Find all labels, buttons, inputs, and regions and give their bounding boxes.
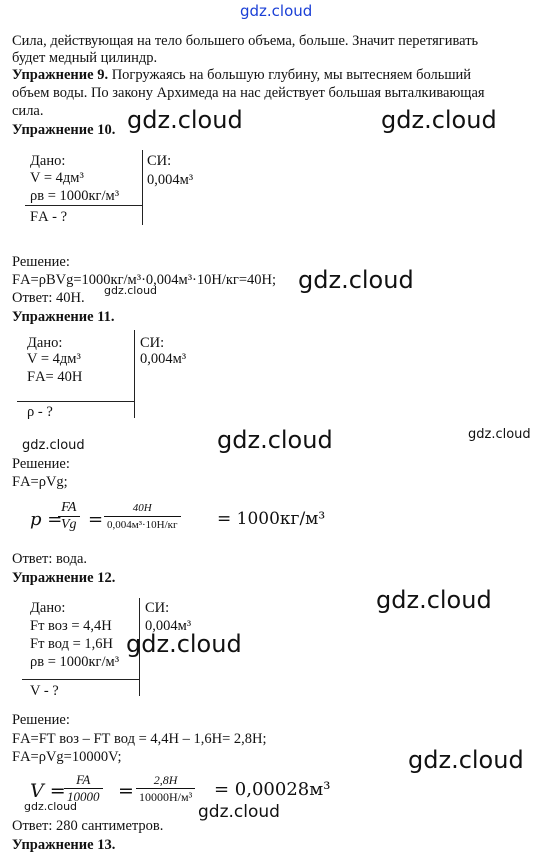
ex10-given-volume: V = 4дм³ xyxy=(30,170,84,186)
ex11-table-rule xyxy=(17,401,134,402)
ex11-eq-equals: = xyxy=(88,509,104,530)
ex11-si-volume: 0,004м³ xyxy=(140,351,187,367)
ex12-eq-result: = 0,00028м³ xyxy=(214,779,331,800)
ex10-si-volume: 0,004м³ xyxy=(147,172,194,188)
ex11-answer: Ответ: вода. xyxy=(12,551,88,567)
ex12-eq-lhs: V = xyxy=(30,780,66,802)
ex13-title: Упражнение 13. xyxy=(12,837,116,853)
ex11-given-volume: V = 4дм³ xyxy=(27,351,81,367)
ex10-formula: FА=ρВVg=1000кг/м³·0,004м³·10Н/кг=40Н; xyxy=(12,272,277,288)
ex11-find: ρ - ? xyxy=(27,404,53,420)
ex11-fraction-1: FA Vg xyxy=(58,500,80,533)
ex10-title: Упражнение 10. xyxy=(12,122,116,138)
ex11-frac2-denominator: 0,004м³·10Н/кг xyxy=(107,519,178,531)
ex12-frac2-numerator: 2,8H xyxy=(153,773,178,787)
ex12-title: Упражнение 12. xyxy=(12,570,116,586)
ex11-table-divider xyxy=(134,330,135,418)
watermark: gdz.cloud xyxy=(22,438,85,453)
ex10-table-rule xyxy=(25,205,142,206)
watermark: gdz.cloud xyxy=(376,586,492,614)
watermark: gdz.cloud xyxy=(381,106,497,134)
ex11-given-force: FА= 40Н xyxy=(27,369,83,385)
ex12-given-density: ρв = 1000кг/м³ xyxy=(30,654,120,670)
fraction-bar xyxy=(64,788,103,789)
fraction-bar xyxy=(136,788,196,789)
ex12-solution-label: Решение: xyxy=(12,712,70,728)
ex9-line-2: объем воды. По закону Архимеда на нас де… xyxy=(12,85,485,101)
ex10-table-divider xyxy=(142,150,143,225)
ex12-given-force-water: Fт вод = 1,6Н xyxy=(30,636,114,652)
watermark: gdz.cloud xyxy=(468,427,531,442)
watermark-top: gdz.cloud xyxy=(240,2,313,20)
ex12-formula-1: FА=FТ воз – FТ вод = 4,4Н – 1,6Н= 2,8Н; xyxy=(12,731,267,747)
ex11-frac1-numerator: FA xyxy=(61,500,77,515)
ex12-eq-equals: = xyxy=(118,780,134,802)
ex12-table-rule xyxy=(22,679,139,680)
ex12-si-label: СИ: xyxy=(145,600,170,616)
ex12-given-force-air: Fт воз = 4,4Н xyxy=(30,618,112,634)
fraction-bar xyxy=(58,516,80,517)
watermark: gdz.cloud xyxy=(126,630,242,658)
ex12-fraction-1: FA 10000 xyxy=(64,772,103,805)
ex11-fraction-2: 40H 0,004м³·10Н/кг xyxy=(104,500,181,533)
ex11-formula: FА=ρVg; xyxy=(12,474,68,490)
ex12-frac2-denominator: 10000Н/м³ xyxy=(139,790,193,804)
watermark: gdz.cloud xyxy=(104,284,158,297)
ex11-given-label: Дано: xyxy=(27,335,63,351)
ex12-given-label: Дано: xyxy=(30,600,66,616)
ex10-answer: Ответ: 40Н. xyxy=(12,290,85,306)
fraction-bar xyxy=(104,516,181,517)
watermark: gdz.cloud xyxy=(24,800,78,813)
ex12-frac1-numerator: FA xyxy=(76,772,91,787)
ex11-frac1-denominator: Vg xyxy=(61,517,77,532)
ex12-frac1-denominator: 10000 xyxy=(67,789,100,804)
ex11-solution-label: Решение: xyxy=(12,456,70,472)
watermark: gdz.cloud xyxy=(217,426,333,454)
ex12-formula-2: FА=ρVg=10000V; xyxy=(12,749,122,765)
ex11-si-label: СИ: xyxy=(140,335,165,351)
ex11-eq-lhs: p = xyxy=(30,509,63,530)
ex10-given-density: ρв = 1000кг/м³ xyxy=(30,188,120,204)
ex10-si-label: СИ: xyxy=(147,153,172,169)
ex12-find: V - ? xyxy=(30,683,59,699)
ex11-eq-result: = 1000кг/м³ xyxy=(217,509,326,529)
ex11-title: Упражнение 11. xyxy=(12,309,115,325)
ex9-text-1: Погружаясь на большую глубину, мы вытесн… xyxy=(108,67,472,83)
ex12-fraction-2: 2,8H 10000Н/м³ xyxy=(136,772,196,805)
ex9-line-1: Упражнение 9. Погружаясь на большую глуб… xyxy=(12,67,471,84)
ex9-line-3: сила. xyxy=(12,103,44,119)
ex12-table-divider xyxy=(139,598,140,696)
ex11-frac2-numerator: 40H xyxy=(132,502,152,514)
watermark: gdz.cloud xyxy=(298,266,414,294)
watermark: gdz.cloud xyxy=(127,106,243,134)
ex12-si-volume: 0,004м³ xyxy=(145,618,192,634)
ex12-answer: Ответ: 280 сантиметров. xyxy=(12,818,164,834)
intro-line-1: Сила, действующая на тело большего объем… xyxy=(12,33,479,49)
ex10-find: FА - ? xyxy=(30,209,68,225)
watermark: gdz.cloud xyxy=(198,802,280,822)
ex10-solution-label: Решение: xyxy=(12,254,70,270)
ex9-title: Упражнение 9. xyxy=(12,67,109,83)
ex10-given-label: Дано: xyxy=(30,153,66,169)
intro-line-2: будет медный цилиндр. xyxy=(12,50,158,66)
watermark: gdz.cloud xyxy=(408,746,524,774)
